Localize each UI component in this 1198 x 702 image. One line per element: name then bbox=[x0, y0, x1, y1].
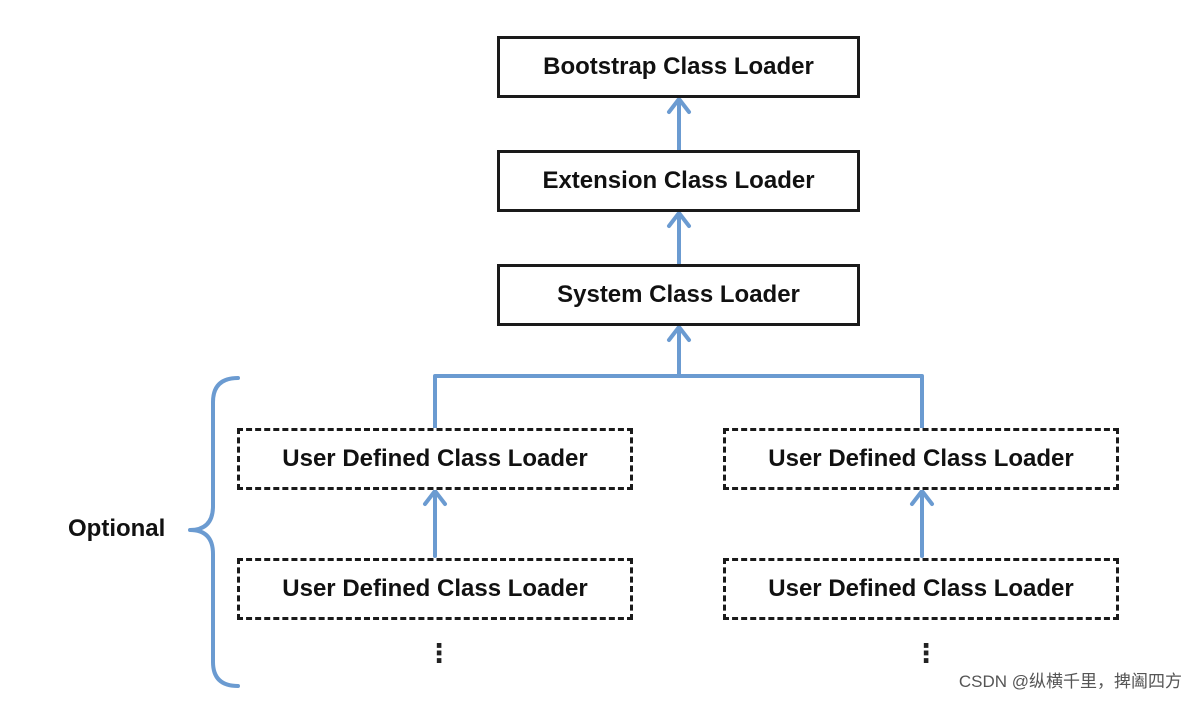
user-defined-class-loader-label: User Defined Class Loader bbox=[282, 445, 588, 472]
arrowhead-bootstrap bbox=[667, 97, 691, 114]
optional-brace bbox=[188, 376, 240, 688]
arrowhead-right-top bbox=[910, 489, 934, 506]
user-defined-class-loader-box-left-bottom: User Defined Class Loader bbox=[237, 558, 633, 620]
arrowhead-left-top bbox=[423, 489, 447, 506]
extension-class-loader-box: Extension Class Loader bbox=[497, 150, 860, 212]
user-defined-class-loader-label: User Defined Class Loader bbox=[768, 575, 1074, 602]
user-defined-class-loader-box-right-top: User Defined Class Loader bbox=[723, 428, 1119, 490]
system-class-loader-box: System Class Loader bbox=[497, 264, 860, 326]
bootstrap-class-loader-box: Bootstrap Class Loader bbox=[497, 36, 860, 98]
watermark: CSDN @纵横千里，捭阖四方 bbox=[958, 672, 1182, 691]
continuation-dots-right: ⋮ bbox=[913, 638, 939, 668]
branch-connector bbox=[433, 374, 924, 430]
user-defined-class-loader-box-left-top: User Defined Class Loader bbox=[237, 428, 633, 490]
user-defined-class-loader-label: User Defined Class Loader bbox=[768, 445, 1074, 472]
bootstrap-class-loader-label: Bootstrap Class Loader bbox=[543, 53, 814, 80]
continuation-dots-left: ⋮ bbox=[426, 638, 452, 668]
arrowhead-extension bbox=[667, 211, 691, 228]
user-defined-class-loader-box-right-bottom: User Defined Class Loader bbox=[723, 558, 1119, 620]
optional-label: Optional bbox=[68, 515, 166, 542]
system-class-loader-label: System Class Loader bbox=[557, 281, 800, 308]
extension-class-loader-label: Extension Class Loader bbox=[542, 167, 815, 194]
user-defined-class-loader-label: User Defined Class Loader bbox=[282, 575, 588, 602]
arrowhead-system bbox=[667, 325, 691, 342]
